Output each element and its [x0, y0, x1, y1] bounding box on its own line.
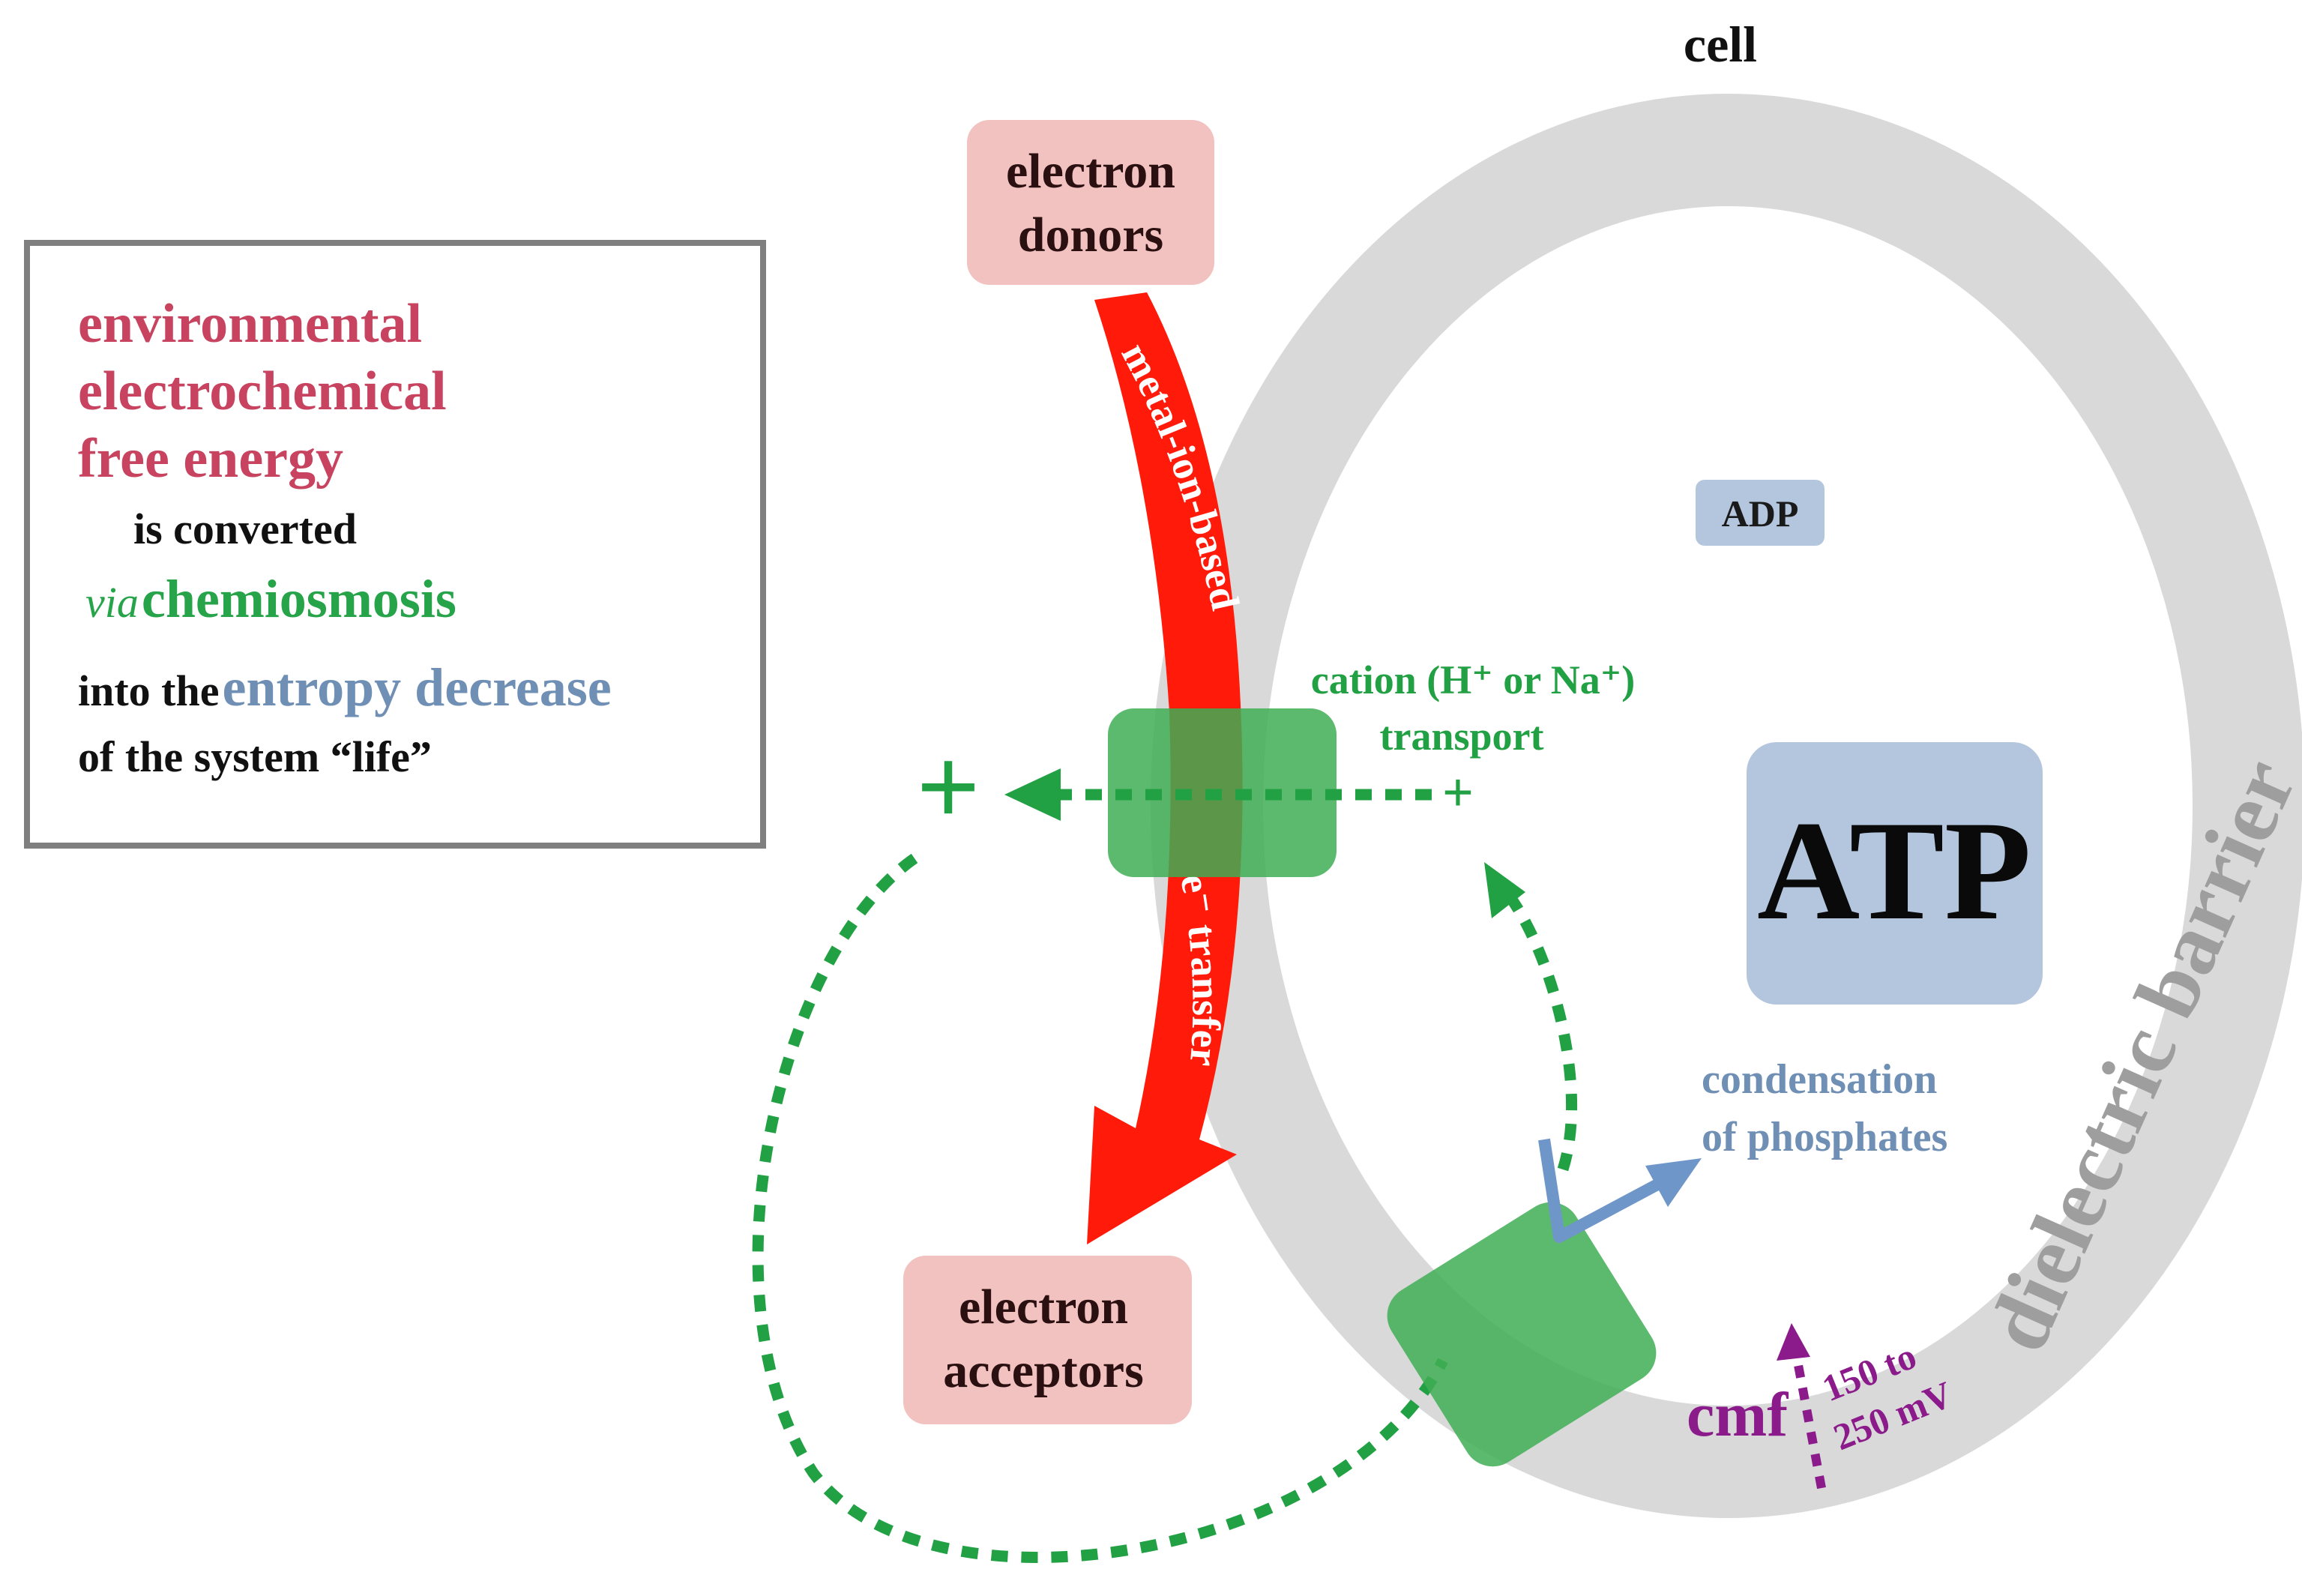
cmf-label: cmf	[1687, 1380, 1789, 1450]
cation-loop-left	[752, 853, 1448, 1563]
cation-transport-line1: cation (H⁺ or Na⁺)	[1311, 657, 1635, 702]
info-line-via: via chemiosmosis	[85, 568, 457, 630]
phosphate-arrow	[1538, 1138, 1675, 1243]
phosphate-arrowhead	[1645, 1158, 1702, 1207]
atp-box	[1747, 742, 2043, 1005]
electron-donors-box	[967, 120, 1214, 285]
electron-acceptors-box	[903, 1256, 1192, 1424]
cation-loop-right-arrowhead	[1484, 862, 1525, 918]
info-line-environmental: environmental	[78, 293, 423, 355]
info-line-electrochemical: electrochemical	[78, 361, 447, 422]
electron-acceptors-line1: electron	[959, 1280, 1128, 1334]
cation-loop-right	[1501, 888, 1578, 1172]
via-word: via	[85, 578, 139, 627]
into-the-text: into the	[78, 666, 220, 715]
upper-transporter	[1108, 708, 1337, 877]
cell-title: cell	[1684, 16, 1757, 73]
atp-label: ATP	[1757, 792, 2031, 950]
electron-donors-line2: donors	[1018, 208, 1163, 262]
adp-box	[1696, 480, 1825, 546]
info-text-box: environmental electrochemical free energ…	[24, 240, 766, 849]
info-line-free-energy: free energy	[78, 428, 344, 490]
adp-label: ADP	[1722, 493, 1799, 534]
cmf-arrow	[1791, 1348, 1826, 1490]
chemiosmosis-word: chemiosmosis	[141, 569, 457, 629]
cation-transport-arrowhead	[1004, 768, 1061, 821]
electron-acceptors-line2: acceptors	[943, 1343, 1144, 1398]
lower-transporter	[1387, 1202, 1657, 1467]
plus-inside: +	[1442, 762, 1474, 824]
electron-transfer-arrow	[1087, 292, 1243, 1244]
cation-transport-line2: transport	[1380, 714, 1544, 759]
condensation-line2: of phosphates	[1702, 1114, 1947, 1160]
info-line-system-life: of the system “life”	[78, 732, 432, 781]
condensation-line1: condensation	[1702, 1056, 1937, 1103]
entropy-decrease-text: entropy decrease	[222, 657, 612, 717]
electron-donors-line1: electron	[1006, 144, 1175, 199]
info-line-entropy: into the entropy decrease	[78, 657, 612, 719]
plus-outside: +	[916, 725, 980, 849]
cmf-arrowhead	[1777, 1323, 1810, 1361]
info-line-converted: is converted	[133, 505, 357, 553]
